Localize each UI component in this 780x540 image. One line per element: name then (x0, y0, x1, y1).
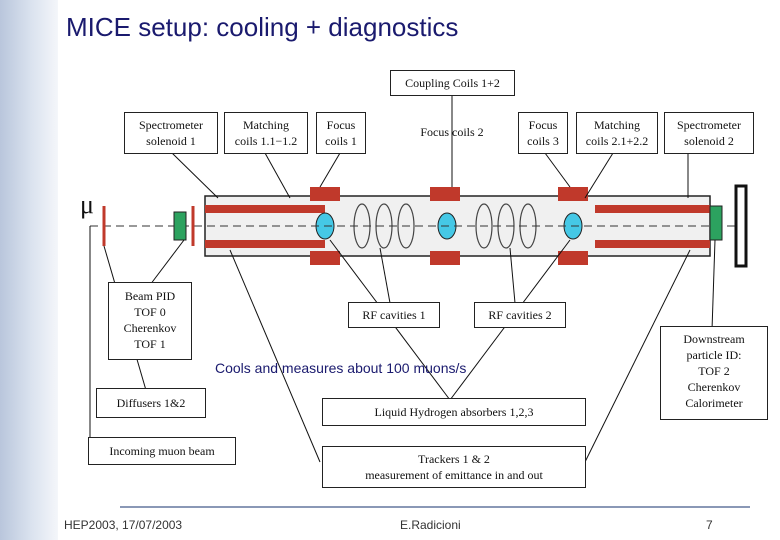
focus-coil-2-bottom (430, 251, 460, 265)
focus-coil-3-bottom (558, 251, 588, 265)
focus-coil-1-bottom (310, 251, 340, 265)
downstream-solenoid-bottom (595, 240, 710, 248)
slide-caption: Cools and measures about 100 muons/s (215, 360, 467, 376)
focus-coil-2-top (430, 187, 460, 201)
slide-sidebar-decoration (0, 0, 58, 540)
downstream-solenoid-top (595, 205, 710, 213)
footer-page-number: 7 (706, 518, 713, 532)
upstream-solenoid-top (205, 205, 325, 213)
label-coupling-coils: Coupling Coils 1+2 (390, 70, 515, 96)
footer-event: HEP2003, 17/07/2003 (64, 518, 183, 532)
label-rf-cavities-1: RF cavities 1 (348, 302, 440, 328)
footer-divider (120, 506, 750, 508)
focus-coil-3-top (558, 187, 588, 201)
label-rf-cavities-2: RF cavities 2 (474, 302, 566, 328)
muon-symbol: μ (80, 190, 94, 219)
label-focus-coils-2: Focus coils 2 (420, 125, 484, 139)
label-diffusers: Diffusers 1&2 (96, 388, 206, 418)
tof0-detector (173, 211, 187, 241)
footer-author: E.Radicioni (400, 518, 461, 532)
tof2-detector (709, 205, 723, 241)
label-incoming-muon-beam: Incoming muon beam (88, 437, 236, 465)
label-lh2-absorbers: Liquid Hydrogen absorbers 1,2,3 (322, 398, 586, 426)
focus-coil-1-top (310, 187, 340, 201)
upstream-solenoid-bottom (205, 240, 325, 248)
slide-title: MICE setup: cooling + diagnostics (66, 12, 459, 42)
calorimeter (734, 184, 748, 268)
